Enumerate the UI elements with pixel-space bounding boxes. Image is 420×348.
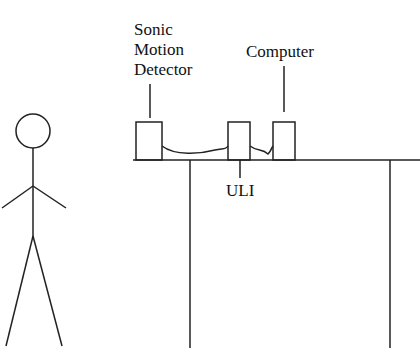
cable: [250, 146, 273, 154]
person-head: [16, 114, 50, 148]
leader-line: [149, 84, 151, 118]
table-leg: [389, 160, 391, 348]
person-leg: [6, 236, 33, 346]
person-leg: [33, 236, 62, 346]
cable: [162, 146, 228, 153]
part-label: ULI: [226, 181, 286, 201]
person-arm: [33, 186, 66, 208]
leader-line: [239, 160, 241, 178]
uli-box: [228, 122, 250, 160]
part-label: Computer: [246, 42, 336, 62]
part-label: Sonic Motion Detector: [134, 20, 212, 80]
leader-line: [283, 66, 285, 112]
motion-detector-box: [136, 122, 162, 160]
computer-box: [273, 122, 295, 160]
person-arm: [2, 186, 33, 208]
table-leg: [189, 160, 191, 348]
person-body: [32, 148, 34, 236]
